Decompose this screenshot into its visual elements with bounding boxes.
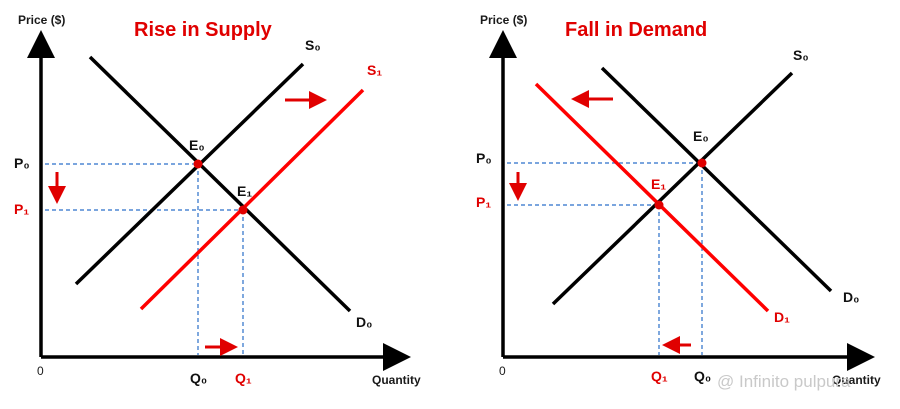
- right-title: Fall in Demand: [565, 19, 707, 41]
- left-d0-label: D₀: [356, 314, 372, 330]
- left-e0-label: E₀: [189, 137, 205, 153]
- right-p1-label: P₁: [476, 194, 491, 210]
- right-demand-curve-d1: [534, 82, 770, 313]
- left-e1-point: [238, 205, 248, 215]
- right-q1-label: Q₁: [651, 368, 668, 384]
- left-q1-label: Q₁: [235, 370, 252, 386]
- right-s0-label: S₀: [793, 47, 809, 63]
- left-s1-label: S₁: [367, 62, 382, 78]
- left-q0-label: Q₀: [190, 370, 207, 386]
- right-d0-label: D₀: [843, 289, 859, 305]
- right-e1-point: [654, 200, 664, 210]
- right-d1-label: D₁: [774, 309, 790, 325]
- right-e1-label: E₁: [651, 176, 666, 192]
- left-p0-label: P₀: [14, 155, 30, 171]
- right-y-axis-label: Price ($): [480, 13, 527, 27]
- left-y-axis-label: Price ($): [18, 13, 65, 27]
- right-x-axis-label: Quantity: [832, 373, 881, 387]
- left-s0-label: S₀: [305, 37, 321, 53]
- left-title: Rise in Supply: [134, 19, 273, 41]
- right-supply-curve: [551, 71, 794, 306]
- left-demand-curve: [88, 55, 352, 313]
- left-supply-curve-s1: [139, 88, 365, 311]
- left-origin-label: 0: [37, 364, 44, 378]
- right-e0-point: [697, 158, 707, 168]
- right-demand-curve-d0: [600, 66, 833, 293]
- left-x-axis-label: Quantity: [372, 373, 421, 387]
- right-q0-label: Q₀: [694, 368, 711, 384]
- right-origin-label: 0: [499, 364, 506, 378]
- right-diagram: Price ($) Quantity 0 Fall in Demand S₀ D…: [476, 13, 881, 387]
- watermark-text: @ Infinito pulpura: [717, 372, 851, 391]
- left-diagram: Price ($) Quantity 0 Rise in Supply S₀ S…: [14, 13, 421, 387]
- right-e0-label: E₀: [693, 128, 709, 144]
- left-e0-point: [193, 159, 203, 169]
- left-e1-label: E₁: [237, 183, 252, 199]
- right-p0-label: P₀: [476, 150, 492, 166]
- left-p1-label: P₁: [14, 201, 29, 217]
- left-supply-curve-s0: [74, 62, 305, 286]
